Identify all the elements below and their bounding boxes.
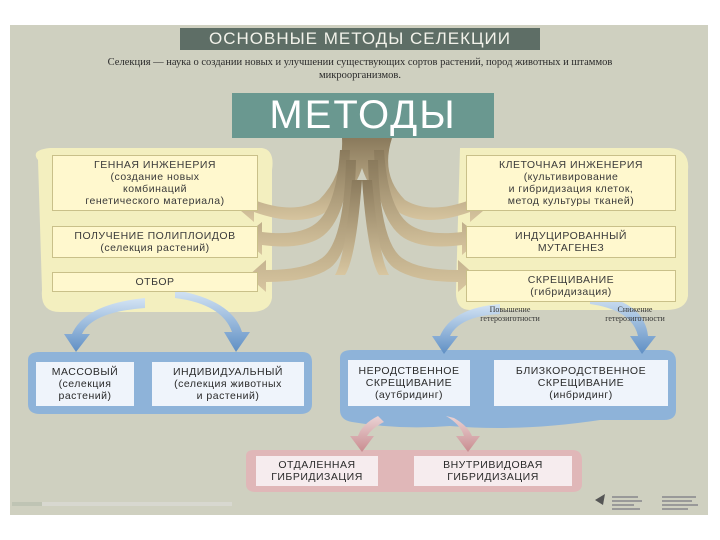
method-polyploids: ПОЛУЧЕНИЕ ПОЛИПЛОИДОВ (селекция растений… xyxy=(52,226,258,258)
box-title: СКРЕЩИВАНИЕ xyxy=(365,377,453,389)
box-desc: (селекция xyxy=(58,378,112,390)
method-desc: генетического материала) xyxy=(85,195,225,207)
method-title: ПОЛУЧЕНИЕ ПОЛИПЛОИДОВ xyxy=(74,230,236,242)
label-line: Повышение xyxy=(489,305,531,314)
box-title: БЛИЗКОРОДСТВЕННОЕ xyxy=(515,365,647,377)
method-title: ОТБОР xyxy=(135,276,175,288)
center-label: МЕТОДЫ xyxy=(232,93,494,138)
method-title: ГЕННАЯ ИНЖЕНЕРИЯ xyxy=(94,159,216,171)
method-title: МУТАГЕНЕЗ xyxy=(537,242,605,254)
selection-mass: МАССОВЫЙ (селекция растений) xyxy=(36,362,134,406)
box-title: НЕРОДСТВЕННОЕ xyxy=(358,365,460,377)
method-desc: и гибридизация клеток, xyxy=(508,183,634,195)
method-desc: комбинаций xyxy=(123,183,187,195)
method-desc: (гибридизация) xyxy=(530,286,612,298)
box-title: ВНУТРИВИДОВАЯ xyxy=(443,459,543,471)
method-title: ИНДУЦИРОВАННЫЙ xyxy=(515,230,627,242)
central-tree-arrows xyxy=(234,138,490,292)
hybridization-distant: ОТДАЛЕННАЯ ГИБРИДИЗАЦИЯ xyxy=(256,456,378,486)
box-title: ГИБРИДИЗАЦИЯ xyxy=(447,471,539,483)
box-title: МАССОВЫЙ xyxy=(51,366,119,378)
method-selection: ОТБОР xyxy=(52,272,258,292)
method-crossing: СКРЕЩИВАНИЕ (гибридизация) xyxy=(466,270,676,302)
label-line: Снижение xyxy=(617,305,653,314)
method-desc: (создание новых xyxy=(110,171,200,183)
box-desc: (селекция животных xyxy=(174,378,282,390)
hybridization-intraspecific: ВНУТРИВИДОВАЯ ГИБРИДИЗАЦИЯ xyxy=(414,456,572,486)
box-title: СКРЕЩИВАНИЕ xyxy=(537,377,625,389)
selection-individual: ИНДИВИДУАЛЬНЫЙ (селекция животных и раст… xyxy=(152,362,304,406)
footer-fine-print xyxy=(612,496,698,510)
box-desc: (инбридинг) xyxy=(549,389,613,401)
box-title: ИНДИВИДУАЛЬНЫЙ xyxy=(173,366,283,378)
selection-arrows xyxy=(64,290,250,352)
crossing-inbreeding: БЛИЗКОРОДСТВЕННОЕ СКРЕЩИВАНИЕ (инбридинг… xyxy=(494,360,668,406)
heterozygosity-increase-label: Повышение гетерозиготности xyxy=(460,305,560,323)
method-cell-engineering: КЛЕТОЧНАЯ ИНЖЕНЕРИЯ (культивирование и г… xyxy=(466,155,676,211)
method-title: СКРЕЩИВАНИЕ xyxy=(527,274,615,286)
footer-color-bar xyxy=(12,502,232,506)
box-desc: растений) xyxy=(58,390,112,402)
publisher-logo xyxy=(595,494,605,505)
box-desc: и растений) xyxy=(196,390,260,402)
method-title: КЛЕТОЧНАЯ ИНЖЕНЕРИЯ xyxy=(498,159,644,171)
method-mutagenesis: ИНДУЦИРОВАННЫЙ МУТАГЕНЕЗ xyxy=(466,226,676,258)
crossing-arrows xyxy=(432,294,656,354)
label-line: гетерозиготности xyxy=(605,314,665,323)
method-desc: (культивирование xyxy=(523,171,619,183)
method-desc: (селекция растений) xyxy=(100,242,210,254)
label-line: гетерозиготности xyxy=(480,314,540,323)
box-desc: (аутбридинг) xyxy=(374,389,444,401)
box-title: ОТДАЛЕННАЯ xyxy=(278,459,356,471)
method-genetic-engineering: ГЕННАЯ ИНЖЕНЕРИЯ (создание новых комбина… xyxy=(52,155,258,211)
page-title: ОСНОВНЫЕ МЕТОДЫ СЕЛЕКЦИИ xyxy=(180,28,540,50)
hybridization-arrows xyxy=(350,416,480,452)
definition-text: Селекция — наука о создании новых и улуч… xyxy=(107,57,613,81)
heterozygosity-decrease-label: Снижение гетерозиготности xyxy=(590,305,680,323)
crossing-outbreeding: НЕРОДСТВЕННОЕ СКРЕЩИВАНИЕ (аутбридинг) xyxy=(348,360,470,406)
method-desc: метод культуры тканей) xyxy=(507,195,635,207)
box-title: ГИБРИДИЗАЦИЯ xyxy=(271,471,363,483)
